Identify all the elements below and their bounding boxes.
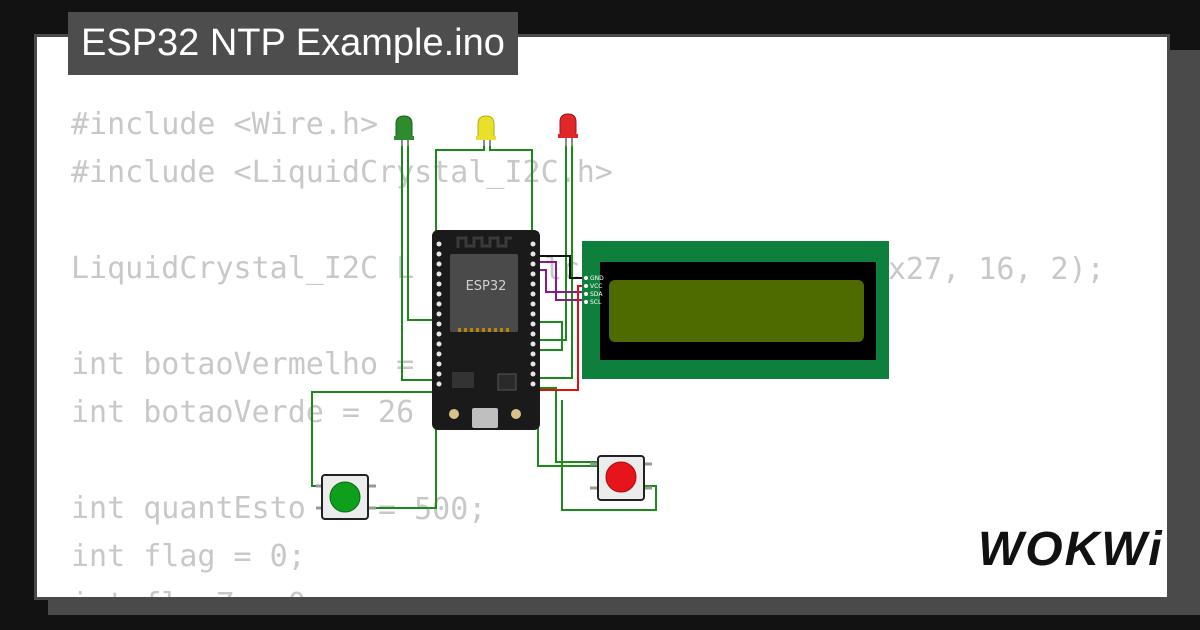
pushbutton-red[interactable] — [590, 455, 652, 501]
esp32-pins-right — [530, 241, 536, 387]
wires-red — [538, 285, 584, 391]
led-red[interactable] — [558, 113, 578, 146]
esp32-pins-left — [436, 241, 442, 387]
code-line: int flagZ = 0 — [71, 581, 613, 597]
code-fragment-estoque: = 500; — [378, 492, 486, 527]
code-line: int botaoVermelho = — [71, 347, 415, 382]
code-line: #include <Wire.h> — [71, 107, 379, 142]
lcd-pin-label: VCC — [590, 283, 602, 290]
wires-black — [538, 255, 584, 279]
lcd-display[interactable]: GND VCC SDA SCL — [582, 241, 889, 379]
code-line: int botaoVerde = 26 — [71, 395, 415, 430]
code-background: #include <Wire.h> #include <LiquidCrystal… — [71, 101, 613, 597]
led-green[interactable] — [394, 115, 414, 146]
project-title: ESP32 NTP Example.ino — [68, 12, 518, 75]
esp32-board[interactable]: ESP32 — [432, 230, 540, 430]
pushbutton-green[interactable] — [316, 474, 376, 520]
lcd-pin-label: SCL — [590, 299, 602, 306]
code-line: int flag = 0; — [71, 539, 306, 574]
wokwi-logo: WOKWi — [978, 523, 1164, 576]
lcd-pin-dots — [584, 276, 588, 304]
led-yellow[interactable] — [476, 115, 496, 146]
code-line: int quantEsto — [71, 491, 306, 526]
code-fragment-lcd-mid: lc — [544, 252, 580, 287]
code-line: LiquidCrystal_I2C L — [71, 251, 415, 286]
code-fragment-lcd-args: x27, 16, 2); — [888, 252, 1105, 287]
lcd-pin-label: SDA — [590, 291, 603, 298]
lcd-pin-label: GND — [590, 275, 604, 282]
code-line: #include <LiquidCrystal_I2C.h> — [71, 155, 613, 190]
esp32-label: ESP32 — [466, 279, 507, 294]
wires-purple — [538, 261, 584, 301]
